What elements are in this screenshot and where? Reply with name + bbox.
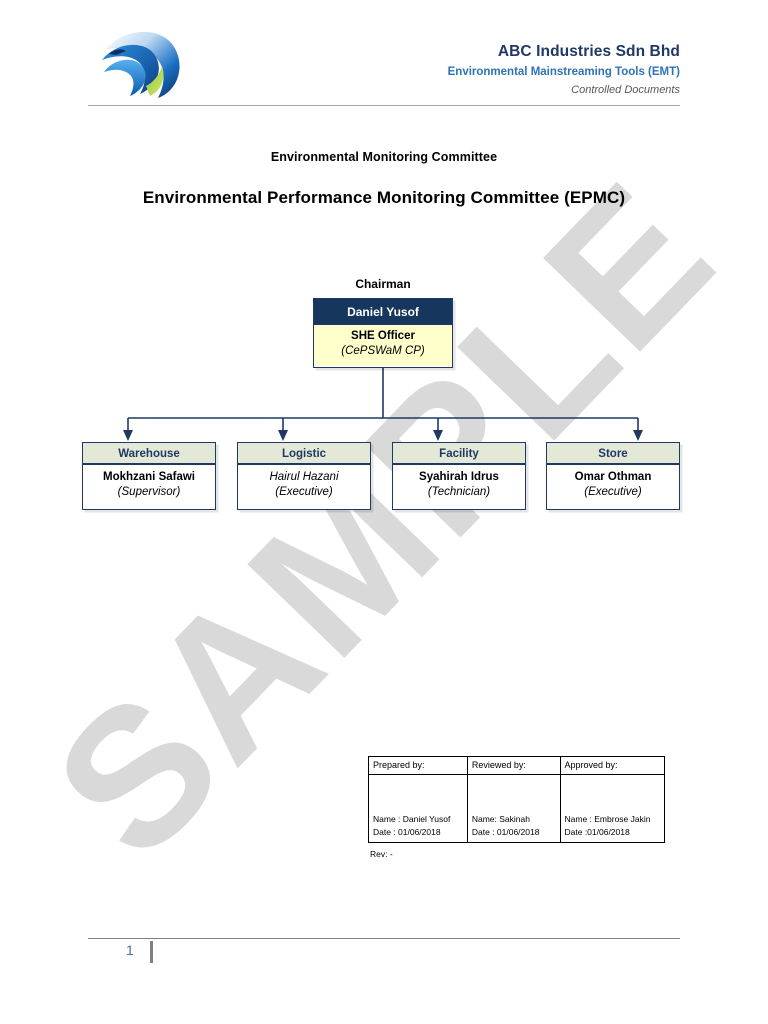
department-name: Warehouse: [83, 443, 215, 465]
chairman-label: Chairman: [355, 277, 411, 291]
header-divider: [88, 105, 680, 106]
signature-cell-reviewed-by[interactable]: Name: Sakinah Date : 01/06/2018: [466, 774, 561, 843]
person-name: Hairul Hazani: [269, 471, 339, 483]
signer-name: Name: Sakinah: [471, 813, 530, 824]
person-title: (Executive): [584, 486, 642, 499]
chairman-role-block: SHE Officer (CePSWaM CP): [314, 325, 452, 366]
department-name: Facility: [393, 443, 525, 465]
column-header-reviewed-by: Reviewed by:: [466, 756, 561, 775]
committee-subtitle: Environmental Monitoring Committee: [270, 150, 498, 164]
department-name: Logistic: [238, 443, 370, 465]
person-name: Omar Othman: [574, 471, 652, 483]
person-title: (Supervisor): [117, 486, 181, 499]
header-text-block: ABC Industries Sdn Bhd Environmental Mai…: [448, 42, 680, 99]
org-node-chairman[interactable]: Daniel Yusof SHE Officer (CePSWaM CP): [313, 298, 453, 368]
page-number: 1: [126, 942, 134, 958]
signature-cell-approved-by[interactable]: Name : Embrose Jakin Date :01/06/2018: [559, 774, 665, 843]
table-row-headers: Prepared by: Reviewed by: Approved by:: [368, 756, 665, 775]
document-header: ABC Industries Sdn Bhd Environmental Mai…: [88, 22, 680, 104]
chairman-certification: (CePSWaM CP): [341, 345, 425, 358]
signer-date: Date : 01/06/2018: [373, 827, 441, 838]
org-node-logistic[interactable]: Logistic Hairul Hazani (Executive): [237, 442, 371, 510]
department-person-block: Hairul Hazani (Executive): [238, 465, 370, 508]
department-person-block: Syahirah Idrus (Technician): [393, 465, 525, 508]
table-row-signatures: Name : Daniel Yusof Date : 01/06/2018 Na…: [368, 774, 665, 843]
company-name: ABC Industries Sdn Bhd: [497, 43, 680, 60]
chairman-role: SHE Officer: [351, 330, 415, 342]
page-title: Environmental Performance Monitoring Com…: [142, 188, 626, 207]
department-person-block: Mokhzani Safawi (Supervisor): [83, 465, 215, 508]
org-node-facility[interactable]: Facility Syahirah Idrus (Technician): [392, 442, 526, 510]
title-block: Environmental Monitoring Committee Envir…: [0, 150, 768, 208]
signature-cell-prepared-by[interactable]: Name : Daniel Yusof Date : 01/06/2018: [368, 774, 468, 843]
person-name: Syahirah Idrus: [419, 471, 499, 483]
person-title: (Executive): [275, 486, 333, 499]
footer-divider: [88, 938, 680, 939]
person-title: (Technician): [427, 486, 491, 499]
chairman-name: Daniel Yusof: [314, 299, 452, 325]
signer-name: Name : Daniel Yusof: [373, 813, 451, 824]
department-name: Store: [547, 443, 679, 465]
document-subtitle: Environmental Mainstreaming Tools (EMT): [447, 66, 680, 79]
document-category: Controlled Documents: [571, 84, 680, 97]
signer-date: Date :01/06/2018: [564, 827, 630, 838]
org-node-warehouse[interactable]: Warehouse Mokhzani Safawi (Supervisor): [82, 442, 216, 510]
column-header-prepared-by: Prepared by:: [368, 756, 468, 775]
revision-label: Rev: -: [370, 849, 393, 859]
signer-date: Date : 01/06/2018: [471, 827, 540, 838]
footer-accent-bar: [150, 941, 153, 963]
signer-name: Name : Embrose Jakin: [564, 813, 651, 824]
org-node-store[interactable]: Store Omar Othman (Executive): [546, 442, 680, 510]
department-person-block: Omar Othman (Executive): [547, 465, 679, 508]
column-header-approved-by: Approved by:: [559, 756, 665, 775]
signature-table: Prepared by: Reviewed by: Approved by: N…: [368, 756, 665, 843]
person-name: Mokhzani Safawi: [102, 471, 196, 483]
bird-swoosh-logo-icon: [102, 31, 180, 99]
